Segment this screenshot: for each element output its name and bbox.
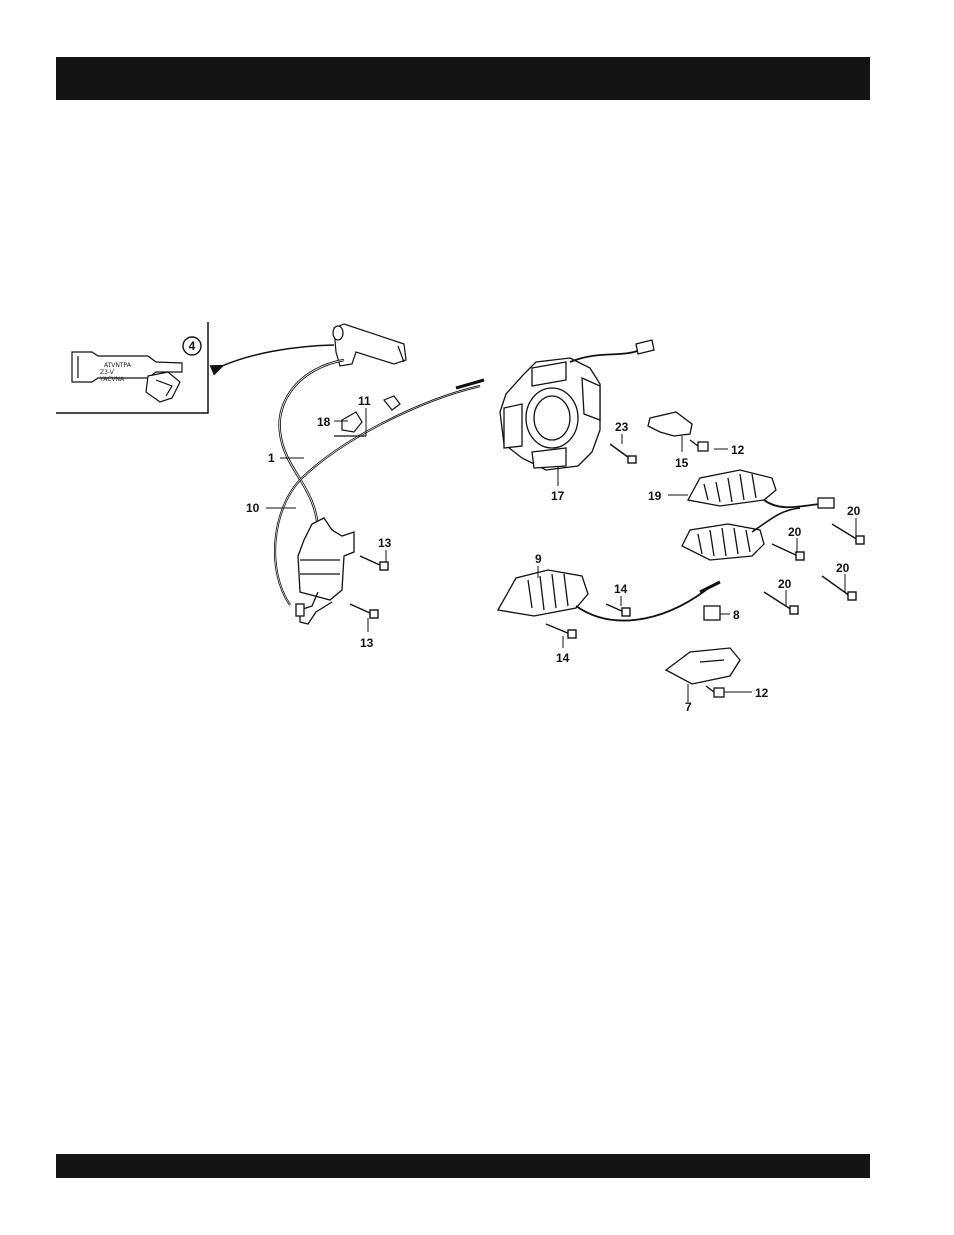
bolt-part-20c [822, 576, 856, 600]
part-label-13-lower: 13 [360, 636, 374, 650]
boot-lettering-3: YACVNA [99, 376, 125, 383]
charge-coil-part-9 [498, 570, 720, 621]
bolt-part-14a [606, 604, 630, 616]
spark-plug-cap-detail [72, 352, 182, 402]
part-label-20-d: 20 [778, 577, 792, 591]
part-label-14-lower: 14 [556, 651, 570, 665]
ignition-lead [280, 360, 344, 530]
boot-lettering-1: ATVNTPA [104, 362, 132, 369]
part-label-17: 17 [551, 489, 565, 503]
inset-panel: ATVNTPA Z3-V YACVNA 4 [56, 322, 334, 413]
part-label-12-lower: 12 [755, 686, 769, 700]
bolt-part-23 [610, 444, 636, 463]
part-label-20-b: 20 [788, 525, 802, 539]
part-label-20-c: 20 [836, 561, 850, 575]
part-label-10: 10 [246, 501, 260, 515]
part-label-12-upper: 12 [731, 443, 745, 457]
bracket-part-15 [648, 412, 692, 436]
bolt-part-14b [546, 624, 576, 638]
clamp-part-18 [334, 412, 366, 436]
part-label-20-a: 20 [847, 504, 861, 518]
charge-coil-part-19 [688, 470, 834, 508]
part-label-9: 9 [535, 552, 542, 566]
bolt-part-20a [832, 524, 864, 544]
part-label-19: 19 [648, 489, 662, 503]
part-label-8: 8 [733, 608, 740, 622]
part-label-7: 7 [685, 700, 692, 714]
bolt-part-20b [772, 544, 804, 560]
boot-lettering-2: Z3-V [100, 369, 115, 376]
bolt-part-13a [360, 556, 388, 570]
charge-coil-second [682, 508, 800, 560]
cover-plate-part-7 [666, 648, 740, 684]
bolt-part-13b [350, 604, 378, 618]
part-label-14-upper: 14 [614, 582, 628, 596]
part-label-15: 15 [675, 456, 689, 470]
bolt-part-12a [690, 440, 708, 451]
detail-arrow [222, 345, 334, 366]
spark-plug-cap [333, 324, 406, 366]
bolt-part-20d [764, 592, 798, 614]
bolt-part-12b [706, 686, 724, 697]
part-label-11: 11 [358, 394, 371, 408]
part-label-13-upper: 13 [378, 536, 392, 550]
ignition-coil [296, 518, 354, 624]
part-label-18: 18 [317, 415, 331, 429]
part-label-1: 1 [268, 451, 275, 465]
part-label-23: 23 [615, 420, 629, 434]
clip-part-11 [384, 396, 400, 410]
callout-number: 4 [189, 339, 196, 353]
stator-assembly [500, 340, 654, 470]
grommet-part-8 [704, 606, 720, 620]
